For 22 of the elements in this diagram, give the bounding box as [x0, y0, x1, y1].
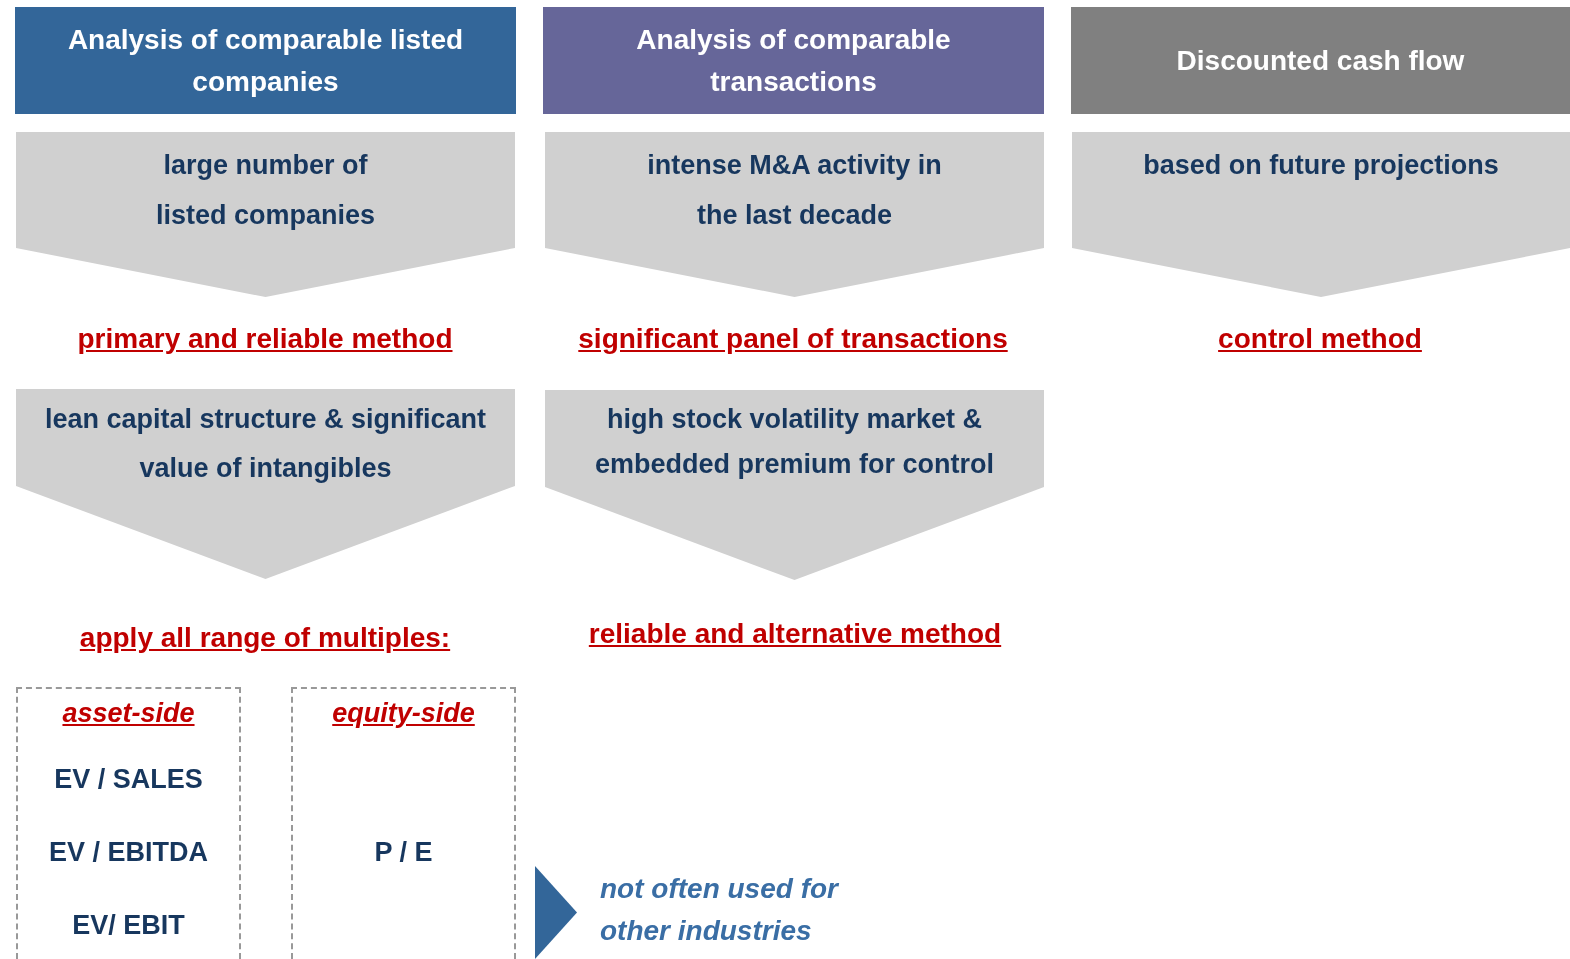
multiple-text: P / E: [373, 837, 434, 868]
column-heading: equity-side: [331, 698, 476, 729]
chevron-shape: intense M&A activity in the last decade: [545, 132, 1044, 297]
chevron-shape: large number of listed companies: [16, 132, 515, 297]
chevron-shape: based on future projections: [1072, 132, 1570, 297]
highlight-text: primary and reliable method: [76, 323, 454, 355]
highlight-text: reliable and alternative method: [587, 618, 1003, 650]
column-heading: asset-side: [61, 698, 196, 729]
dashed-box: [16, 687, 241, 959]
column-header: Analysis of comparable transactions: [543, 7, 1044, 114]
chevron-shape: lean capital structure & significant value of intangibles: [16, 389, 515, 579]
highlight-text: significant panel of transactions: [577, 323, 1009, 355]
note-text: not often used for other industries: [600, 872, 840, 948]
multiple-text: EV/ EBIT: [71, 910, 186, 941]
highlight-text: apply all range of multiples:: [78, 622, 452, 654]
highlight-text: control method: [1217, 323, 1423, 355]
dashed-box: [291, 687, 516, 959]
multiple-text: EV / EBITDA: [48, 837, 209, 868]
chevron-shape: high stock volatility market & embedded premium for control: [545, 390, 1044, 580]
column-header: Discounted cash flow: [1071, 7, 1570, 114]
column-header: Analysis of comparable listed companies: [15, 7, 516, 114]
multiple-text: EV / SALES: [53, 764, 204, 795]
